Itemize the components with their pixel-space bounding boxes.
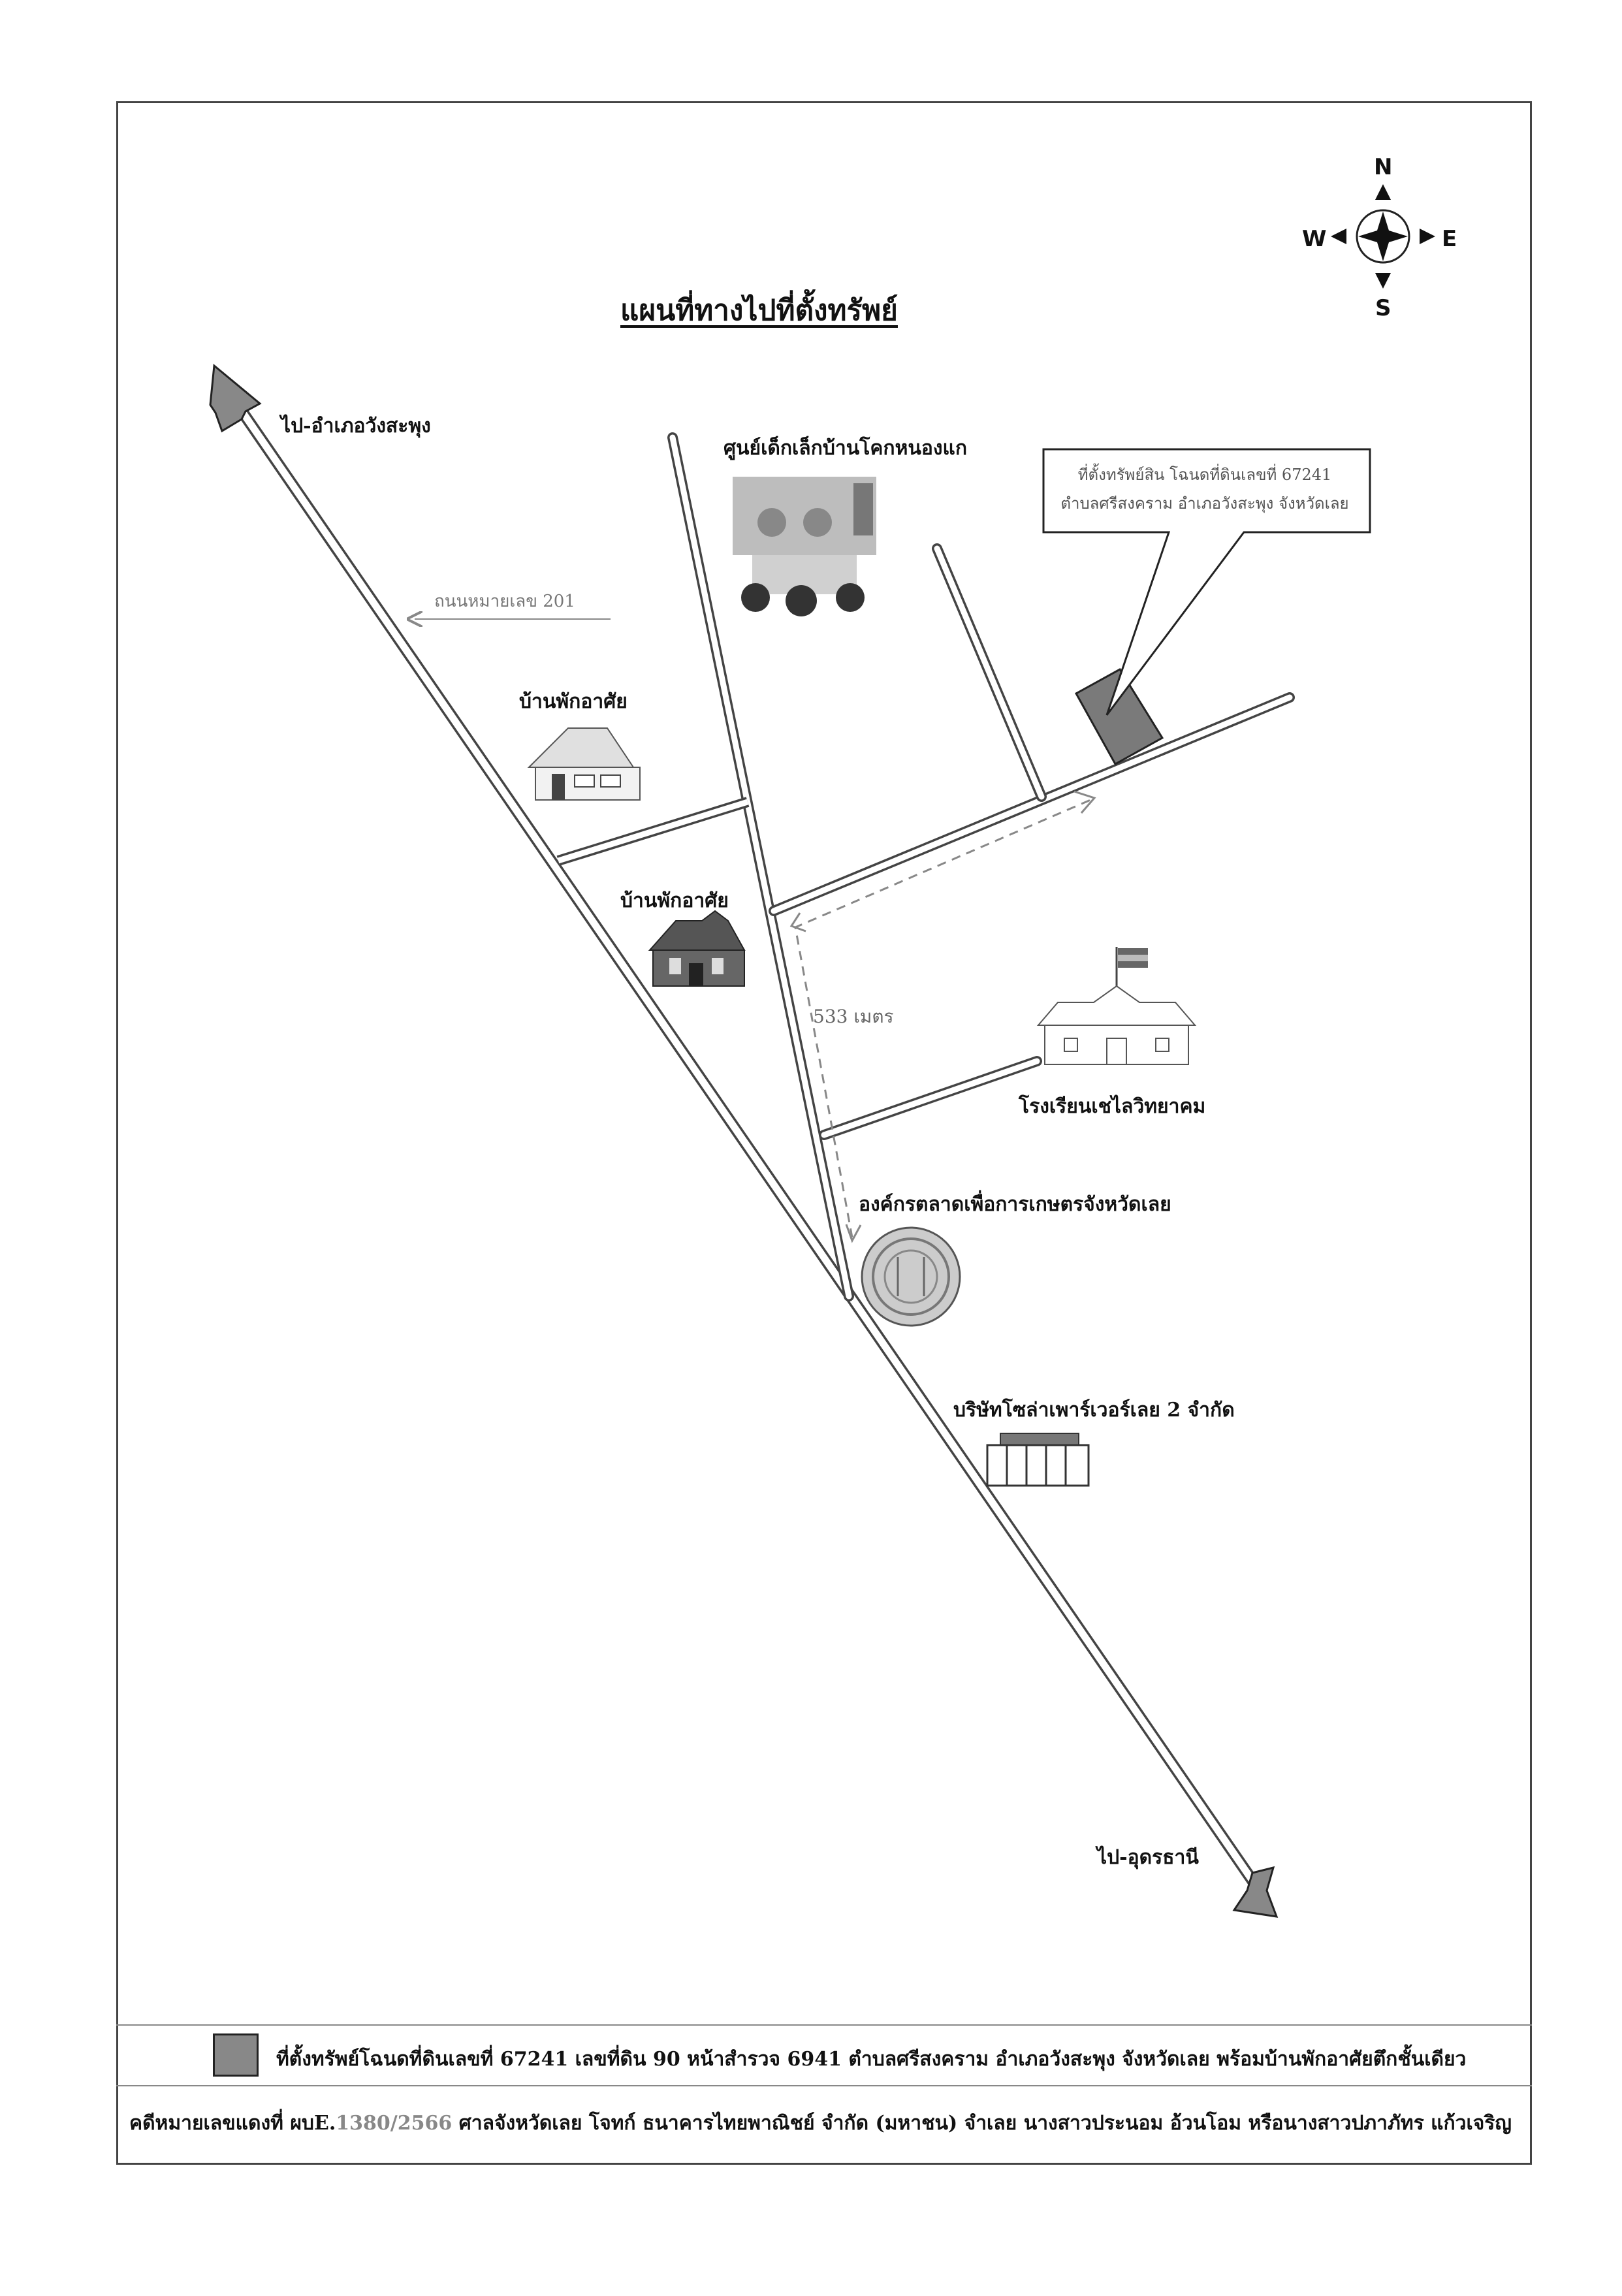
route-arrowhead-west-icon xyxy=(789,912,806,933)
school-label: โรงเรียนเชไลวิทยาคม xyxy=(1019,1095,1206,1118)
case-suffix: ศาลจังหวัดเลย โจทก์ ธนาคารไทยพาณิชย์ จำก… xyxy=(452,2112,1512,2135)
main-highway xyxy=(223,386,1263,1893)
compass-north-label: N xyxy=(1374,154,1393,180)
property-callout xyxy=(1042,448,1371,716)
legend-text: ที่ตั้งทรัพย์โฉนดที่ดินเลขที่ 67241 เลขท… xyxy=(276,2048,1467,2071)
case-number: 1380/2566 xyxy=(336,2112,453,2135)
route-arrowhead-east-icon xyxy=(1073,790,1096,814)
direction-southeast-label: ไป-อุดรธานี xyxy=(1097,1846,1199,1869)
road-201-label: ถนนหมายเลข 201 xyxy=(434,592,575,611)
east-road xyxy=(769,692,1295,916)
direction-northwest-label: ไป-อำเภอวังสะพุง xyxy=(281,415,431,438)
case-text: คดีหมายเลขแดงที่ ผบE.1380/2566 ศาลจังหวั… xyxy=(129,2108,1512,2139)
compass-east-label: E xyxy=(1442,226,1457,252)
compass-west-label: W xyxy=(1302,226,1327,252)
arrow-southeast-icon xyxy=(1232,1866,1279,1918)
callout-line1: ที่ตั้งทรัพย์สิน โฉนดที่ดินเลขที่ 67241 xyxy=(1077,466,1332,484)
map-title: แผนที่ทางไปที่ตั้งทรัพย์ xyxy=(620,294,898,327)
compass-south-label: S xyxy=(1375,295,1391,321)
route-arrowhead-south-icon xyxy=(845,1224,862,1243)
map-frame xyxy=(116,101,1532,2165)
property-parcel xyxy=(1074,667,1164,766)
small-road xyxy=(932,543,1047,802)
house2-label: บ้านพักอาศัย xyxy=(620,889,729,912)
company-building-icon xyxy=(986,1433,1090,1487)
callout-text: ที่ตั้งทรัพย์สิน โฉนดที่ดินเลขที่ 67241 … xyxy=(1045,460,1365,518)
case-prefix: คดีหมายเลขแดงที่ ผบE. xyxy=(129,2112,336,2135)
house-icon xyxy=(527,727,641,801)
connector-road xyxy=(556,797,750,866)
legend: ที่ตั้งทรัพย์โฉนดที่ดินเลขที่ 67241 เลขท… xyxy=(116,2024,1532,2086)
side-road-north xyxy=(667,432,854,1301)
house1-label: บ้านพักอาศัย xyxy=(519,690,628,713)
market-logo xyxy=(861,1226,961,1327)
school-road xyxy=(819,1056,1042,1140)
company-label: บริษัทโซล่าเพาร์เวอร์เลย 2 จำกัด xyxy=(953,1399,1235,1422)
market-label: องค์กรตลาดเพื่อการเกษตรจังหวัดเลย xyxy=(859,1193,1171,1216)
house-icon xyxy=(648,910,746,987)
childcare-label: ศูนย์เด็กเล็กบ้านโคกหนองแก xyxy=(724,437,968,460)
legend-parcel-swatch xyxy=(213,2033,259,2077)
school-icon xyxy=(1036,947,1197,1065)
callout-line2: ตำบลศรีสงคราม อำเภอวังสะพุง จังหวัดเลย xyxy=(1060,494,1349,513)
arrow-northwest-icon xyxy=(209,364,262,433)
compass-rose-icon xyxy=(1331,184,1435,289)
childcare-picture xyxy=(733,477,876,616)
distance-label: 533 เมตร xyxy=(813,1006,894,1027)
